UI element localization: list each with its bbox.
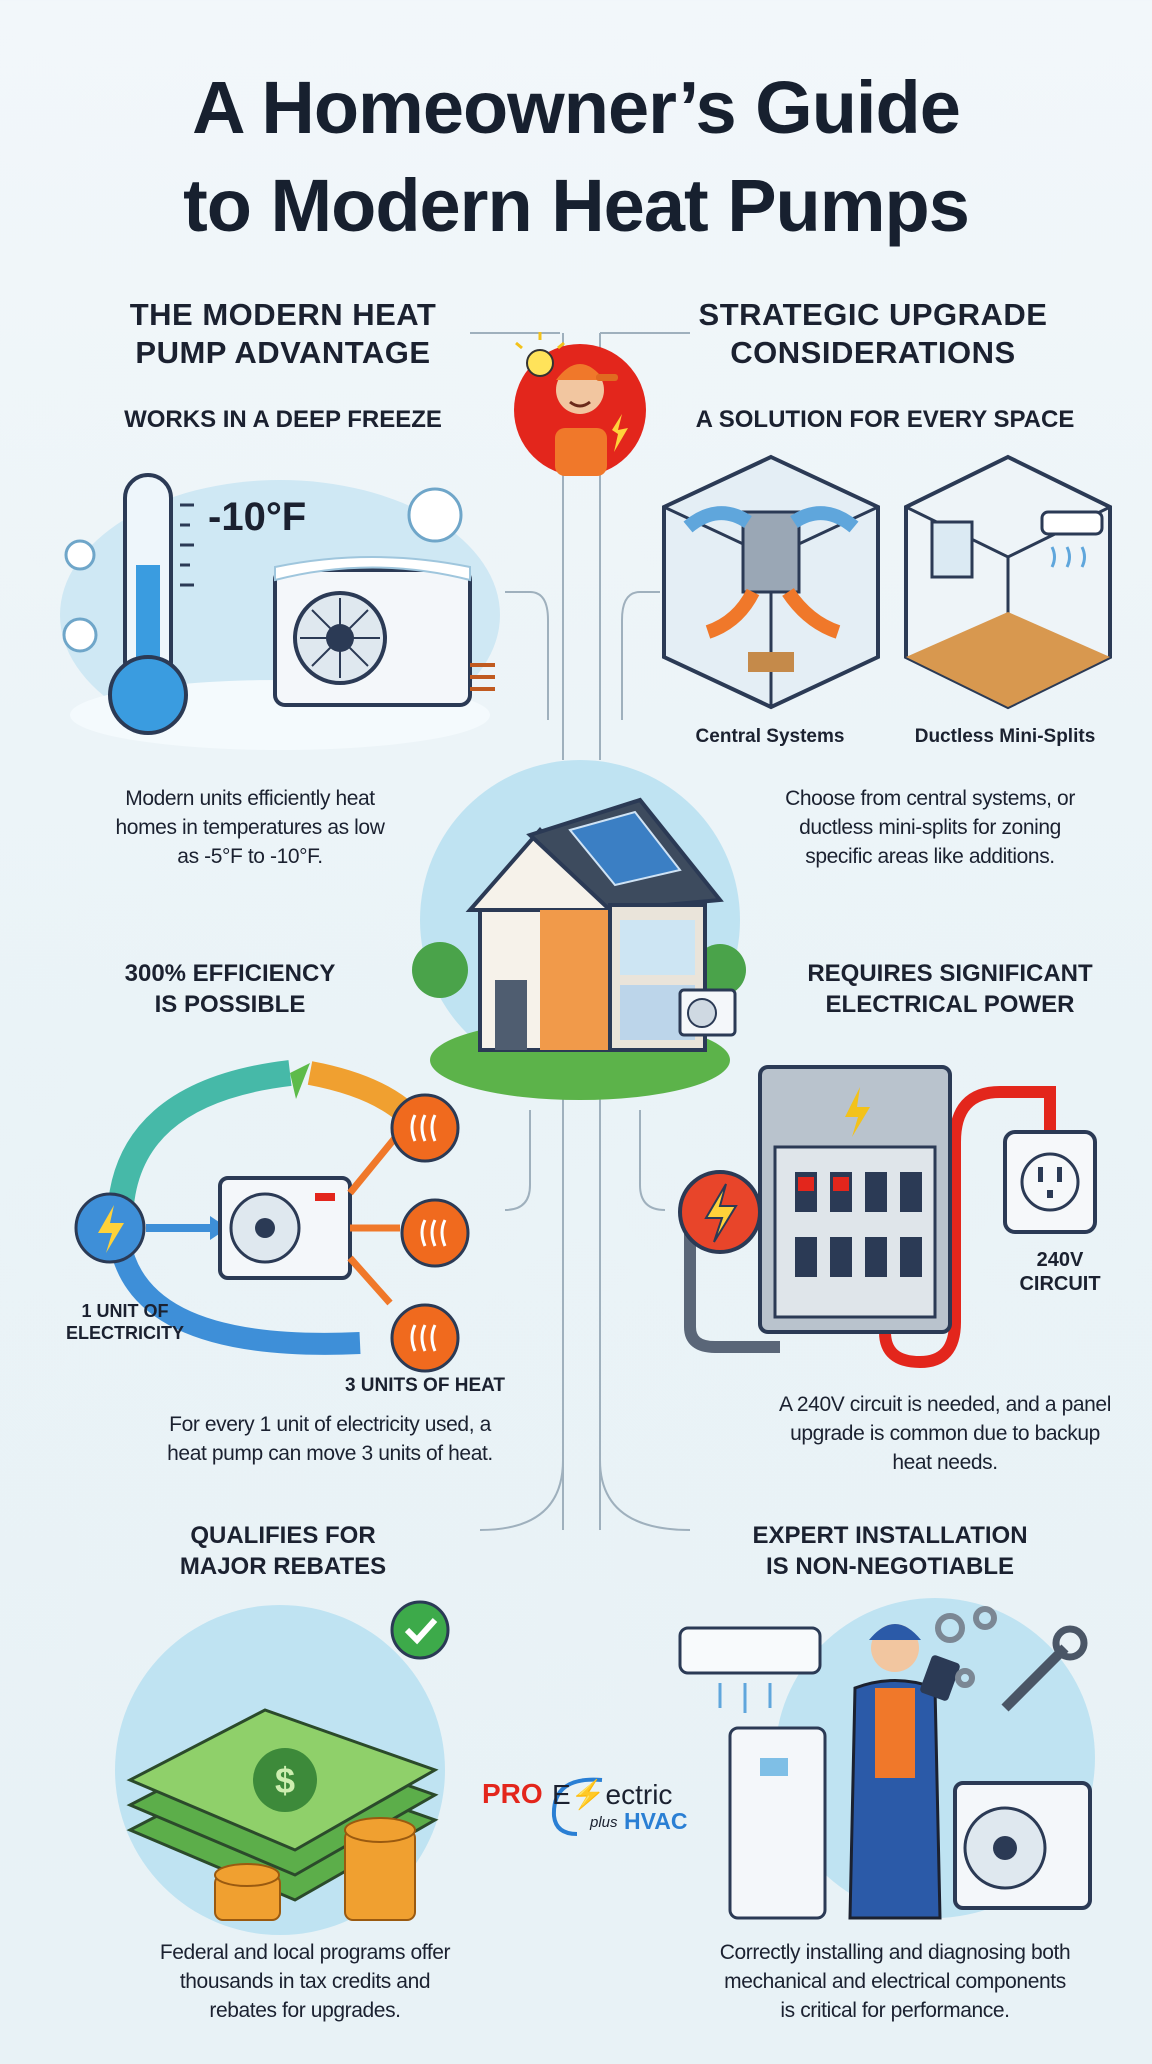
outlet-icon [1003,1130,1097,1234]
heading-line: STRATEGIC UPGRADE [698,297,1048,332]
text-line: homes in temperatures as low [115,816,385,839]
text-line: thousands in tax credits and [179,1970,431,1993]
efficiency-text: For every 1 unit of electricity used, a … [70,1410,590,1468]
title-line: EXPERT INSTALLATION [752,1522,1028,1549]
logo-hvac: HVAC [624,1808,688,1834]
text-line: Federal and local programs offer [159,1941,451,1964]
title-line: ELECTRICAL POWER [825,991,1075,1018]
space-title: A SOLUTION FOR EVERY SPACE [695,406,1075,433]
snowflake-icon [62,487,463,653]
text-line: as -5°F to -10°F. [177,845,323,868]
title-line: QUALIFIES FOR [190,1522,376,1549]
title-line: REQUIRES SIGNIFICANT [807,960,1093,987]
deep-freeze-illustration: -10°F [60,473,500,750]
left-column-heading: THE MODERN HEAT PUMP ADVANTAGE [60,296,506,372]
thermometer-icon [108,655,188,735]
text-line: rebates for upgrades. [209,1999,401,2022]
title-line: 300% EFFICIENCY [124,960,336,987]
heading-line: CONSIDERATIONS [730,335,1016,370]
title-line: MAJOR REBATES [179,1553,387,1580]
right-column-heading: STRATEGIC UPGRADE CONSIDERATIONS [650,296,1096,372]
ductless-mini-split-illustration [904,454,1112,710]
temp-label: -10°F [208,495,306,539]
gear-icon [935,1606,997,1688]
label-line: ELECTRICITY [65,1323,184,1343]
electrical-title: REQUIRES SIGNIFICANT ELECTRICAL POWER [770,958,1130,1020]
page-title-line1: A Homeowner’s Guide [192,66,961,149]
logo-pro: PRO [482,1778,543,1809]
circuit-label: 240V CIRCUIT [1010,1248,1110,1296]
text-line: heat pump can move 3 units of heat. [167,1442,493,1465]
logo-electric: E⚡ectric [552,1779,673,1810]
installation-text: Correctly installing and diagnosing both… [630,1938,1152,2025]
money-rebates-illustration: $ [115,1600,450,1935]
text-line: upgrade is common due to backup [790,1422,1100,1445]
installation-title: EXPERT INSTALLATION IS NON-NEGOTIABLE [700,1520,1080,1582]
input-label: 1 UNIT OF ELECTRICITY [40,1300,210,1344]
solar-panel-icon [568,810,682,887]
logo-plus: plus [590,1814,618,1831]
installer-technician-illustration [678,1598,1095,1920]
label-line: 1 UNIT OF [81,1301,169,1321]
coin-stack-icon [214,1817,416,1921]
output-label: 3 UNITS OF HEAT [344,1375,506,1396]
dollar-icon [253,1748,317,1812]
wrench-icon [1001,1644,1069,1712]
heat-unit-icon [390,1093,470,1373]
electrical-text: A 240V circuit is needed, and a panel up… [680,1390,1152,1477]
option-ductless-mini-splits: Ductless Mini-Splits [914,726,1096,747]
proelectric-logo: PRO E⚡ectric plus HVAC [482,1776,687,1838]
house-heat-pump-illustration [412,760,746,1100]
indoor-air-handler-icon [728,1726,827,1920]
rebates-text: Federal and local programs offer thousan… [60,1938,550,2025]
heading-line: PUMP ADVANTAGE [135,335,431,370]
text-line: is critical for performance. [780,1999,1010,2022]
rebates-title: QUALIFIES FOR MAJOR REBATES [110,1520,456,1582]
efficiency-title: 300% EFFICIENCY IS POSSIBLE [60,958,400,1020]
electrical-panel-illustration [678,1065,1097,1369]
efficiency-diagram [74,1060,470,1373]
freeze-title: WORKS IN A DEEP FREEZE [124,406,442,433]
heading-line: THE MODERN HEAT [129,297,437,332]
text-line: For every 1 unit of electricity used, a [169,1413,491,1436]
title-line: IS NON-NEGOTIABLE [765,1553,1014,1580]
text-line: Modern units efficiently heat [125,787,375,810]
option-central-systems: Central Systems [695,726,845,747]
text-line: specific areas like additions. [805,845,1055,868]
text-line: mechanical and electrical components [724,1970,1066,1993]
page-title-line2: to Modern Heat Pumps [183,164,970,247]
svg-text:$: $ [275,1760,295,1801]
text-line: Choose from central systems, or [785,787,1075,810]
title-line: IS POSSIBLE [154,991,306,1018]
central-system-illustration [662,454,880,710]
label-line: CIRCUIT [1019,1273,1101,1295]
freeze-text: Modern units efficiently heat homes in t… [60,784,440,871]
text-line: Correctly installing and diagnosing both [719,1941,1071,1964]
text-line: A 240V circuit is needed, and a panel [779,1393,1111,1416]
mini-split-icon [678,1626,822,1675]
label-line: 240V [1036,1249,1084,1271]
logo-swoosh-icon [551,1777,603,1836]
checkmark-icon [390,1600,450,1660]
text-line: ductless mini-splits for zoning [799,816,1061,839]
mascot-electrician-icon [514,332,646,476]
text-line: heat needs. [892,1451,998,1474]
space-text: Choose from central systems, or ductless… [730,784,1130,871]
